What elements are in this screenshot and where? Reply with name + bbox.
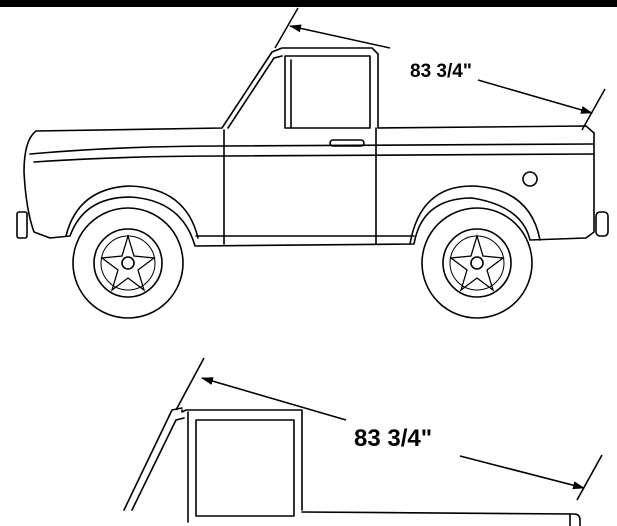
rear-bumper xyxy=(595,211,609,237)
top-border-bar xyxy=(0,0,617,7)
top-extension-left xyxy=(274,7,299,49)
windshield-pillar xyxy=(227,55,283,129)
top-dimension-arrow-right xyxy=(477,79,593,114)
top-dimension xyxy=(274,7,606,131)
bottom-extension-right xyxy=(576,454,603,501)
bottom-dimension-label: 83 3/4" xyxy=(354,425,432,452)
hardtop-roof-outline xyxy=(181,409,303,511)
hardtop-pillar-outer xyxy=(123,407,183,511)
rear-fender-flare xyxy=(409,185,541,245)
front-fender-flare xyxy=(65,185,199,239)
bottom-dimension-arrow-right xyxy=(459,455,585,490)
bottom-dimension xyxy=(175,357,603,501)
hardtop-bed-line xyxy=(301,511,581,526)
hardtop-detail-view xyxy=(123,407,581,526)
hardtop-door-window xyxy=(195,419,295,517)
rear-wheel xyxy=(421,207,533,319)
door-outline xyxy=(223,127,377,245)
belt-line-lower xyxy=(33,153,595,163)
top-extension-right xyxy=(581,88,606,131)
belt-line xyxy=(29,143,595,155)
truck-body-outline xyxy=(23,47,595,247)
front-bumper xyxy=(16,211,28,239)
bottom-dimension-arrow-left xyxy=(201,377,347,421)
truck-side-view xyxy=(16,47,609,247)
bottom-extension-left xyxy=(175,357,205,411)
fuel-cap xyxy=(522,171,538,187)
hardtop-pillar-inner xyxy=(131,417,185,511)
door-window xyxy=(284,55,371,129)
top-dimension-arrow-left xyxy=(289,24,391,49)
front-wheel xyxy=(72,207,184,319)
top-dimension-label: 83 3/4" xyxy=(410,61,472,82)
door-handle xyxy=(329,139,365,147)
